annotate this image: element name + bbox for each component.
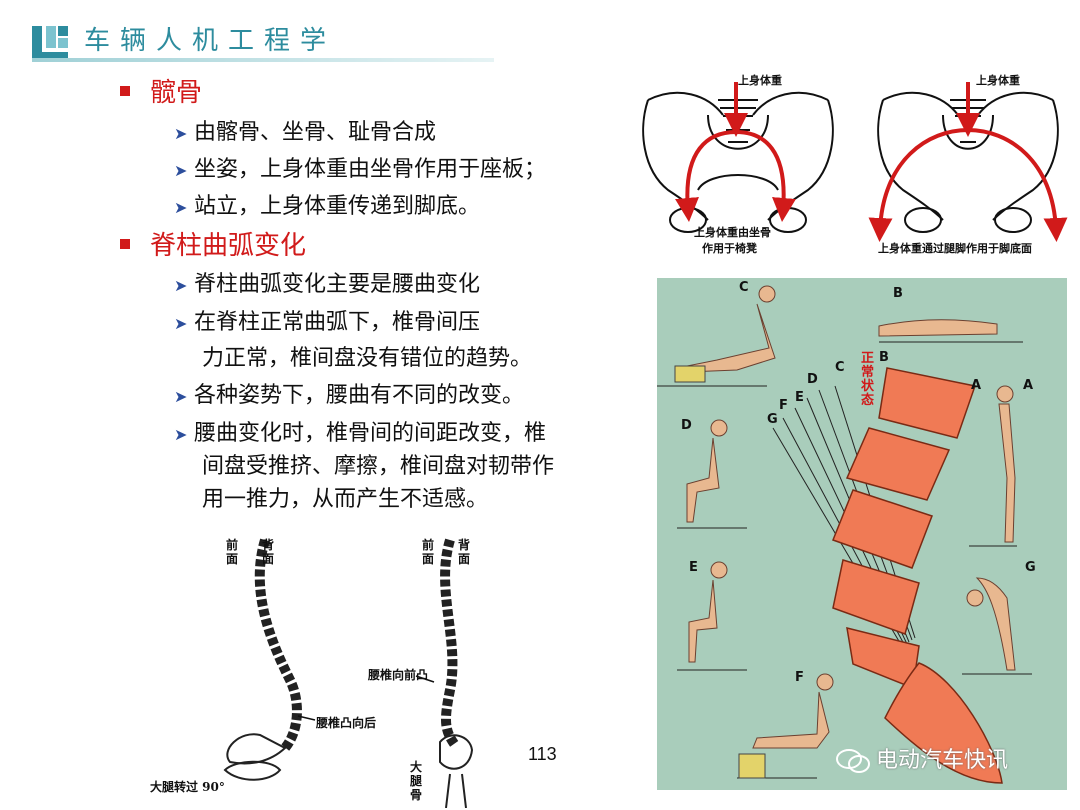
posture-letter-f: F	[779, 398, 788, 413]
arrow-bullet-icon: ➤	[174, 425, 188, 444]
spine-left-back-label: 背面	[262, 538, 275, 566]
arrow-bullet-icon: ➤	[174, 161, 188, 180]
spine-left-front-label: 前面	[226, 538, 239, 566]
spine-right-back-label: 背面	[458, 538, 471, 566]
bullet-item-continuation: 用一推力，从而产生不适感。	[202, 487, 489, 512]
arrow-bullet-icon: ➤	[174, 387, 188, 406]
posture-letter-f: F	[795, 670, 804, 685]
pelvis-weight-figure	[642, 82, 1068, 242]
bullet-item: ➤各种姿势下，腰曲有不同的改变。	[174, 383, 525, 408]
bullet-item: ➤坐姿，上身体重由坐骨作用于座板；	[174, 157, 547, 182]
spine-right-callout: 腰椎向前凸	[368, 668, 429, 682]
watermark-text: 电动汽车快讯	[876, 748, 1009, 773]
posture-letter-d: D	[807, 372, 818, 387]
posture-letter-c: C	[739, 280, 749, 295]
posture-letter-a: A	[971, 378, 982, 393]
bullet-item: ➤在脊柱正常曲弧下，椎骨间压	[174, 310, 481, 335]
spine-curve-figure	[223, 538, 474, 808]
spine-right-front-label: 前面	[422, 538, 435, 566]
posture-drawing	[657, 285, 1032, 784]
posture-lumbar-figure: C B B C D E F G A A D E G F 正常状态	[657, 278, 1067, 790]
bullet-item: ➤站立，上身体重传递到脚底。	[174, 194, 481, 219]
posture-letter-e: E	[795, 390, 804, 405]
pelvis-right-bottom-label: 上身体重通过腿脚作用于脚底面	[878, 242, 1032, 255]
square-bullet-icon	[120, 86, 130, 96]
page-number: 113	[528, 744, 557, 764]
wechat-icon	[836, 749, 870, 773]
pelvis-left-bottom-label: 作用于椅凳	[702, 242, 757, 255]
bullet-item-continuation: 间盘受推挤、摩擦，椎间盘对韧带作	[202, 454, 555, 479]
posture-letter-c: C	[835, 360, 845, 375]
section-heading-hip-bone: 髋骨	[120, 72, 202, 109]
section-heading-spine-curve: 脊柱曲弧变化	[120, 225, 306, 262]
spine-left-bottom-label: 大腿转过 90°	[150, 780, 225, 794]
header-divider	[32, 58, 494, 62]
course-title: 车辆人机工程学	[84, 26, 337, 56]
arrow-bullet-icon: ➤	[174, 124, 188, 143]
posture-letter-e: E	[689, 560, 698, 575]
square-bullet-icon	[120, 239, 130, 249]
posture-letter-d: D	[681, 418, 692, 433]
posture-letter-b: B	[893, 286, 903, 301]
arrow-bullet-icon: ➤	[174, 314, 188, 333]
spine-left-callout: 腰椎凸向后	[316, 716, 377, 730]
bullet-item: ➤脊柱曲弧变化主要是腰曲变化	[174, 272, 481, 297]
arrow-bullet-icon: ➤	[174, 276, 188, 295]
pelvis-left-top-label: 上身体重	[738, 74, 782, 87]
bullet-item: ➤由髂骨、坐骨、耻骨合成	[174, 120, 437, 145]
pelvis-right-top-label: 上身体重	[976, 74, 1020, 87]
logo-icon	[32, 26, 68, 62]
bullet-item-continuation: 力正常，椎间盘没有错位的趋势。	[202, 346, 533, 371]
normal-state-label: 正常状态	[861, 351, 875, 408]
spine-right-bottom-label: 大腿骨	[410, 760, 423, 802]
posture-letter-a: A	[1023, 378, 1034, 393]
posture-letter-g: G	[767, 412, 778, 427]
pelvis-left-bottom-label: 上身体重由坐骨	[694, 226, 771, 239]
bullet-item: ➤腰曲变化时，椎骨间的间距改变，椎	[174, 421, 547, 446]
posture-letter-g: G	[1025, 560, 1036, 575]
posture-letter-b: B	[879, 350, 889, 365]
arrow-bullet-icon: ➤	[174, 198, 188, 217]
